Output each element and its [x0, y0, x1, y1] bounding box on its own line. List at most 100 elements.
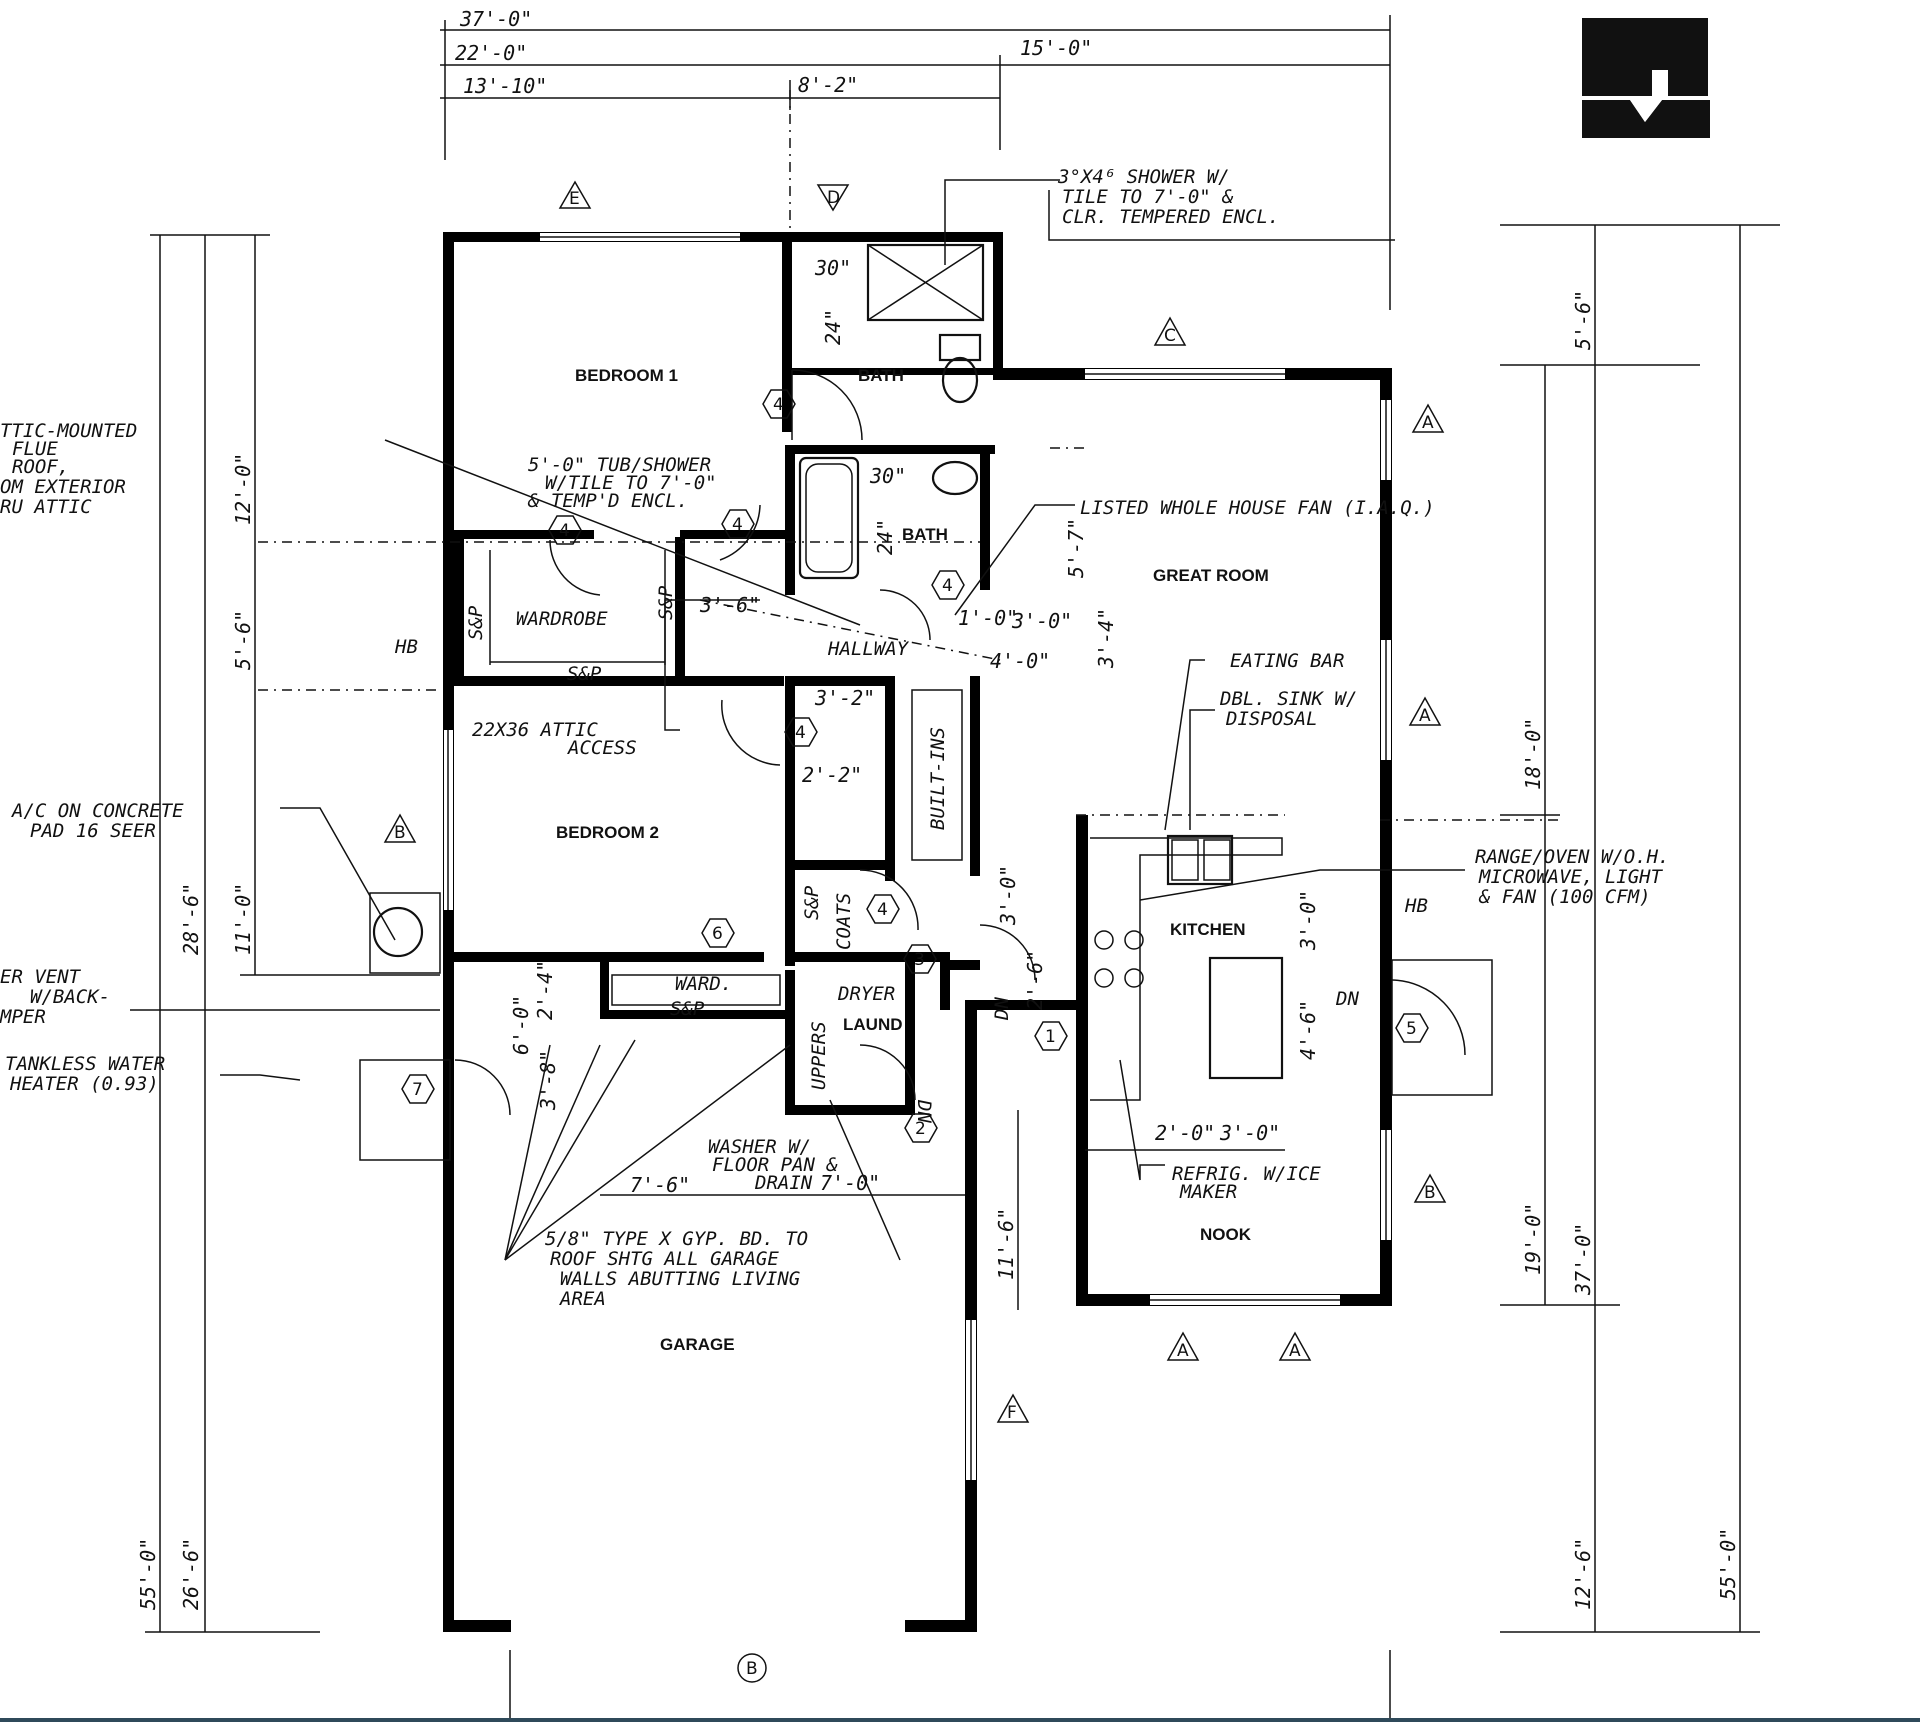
svg-text:A: A [1422, 413, 1434, 433]
dim-2-2: 2'-2" [802, 763, 862, 787]
note-shower-3: CLR. TEMPERED ENCL. [1062, 206, 1279, 228]
dim-3-6: 3'-6" [699, 593, 760, 617]
svg-text:4: 4 [877, 900, 888, 920]
door-tag-2: 2 [904, 1113, 938, 1143]
note-attic-flue-2: FLUE [12, 438, 58, 460]
note-ac-1: A/C ON CONCRETE [11, 800, 184, 822]
note-refrig-2: MAKER [1179, 1181, 1237, 1203]
label-bath-1: BATH [858, 366, 904, 385]
dim-1-0: 1'-0" [958, 606, 1018, 630]
dim-right-19: 19'-0" [1521, 1203, 1545, 1275]
annotations: 3°X4⁶ SHOWER W/ TILE TO 7'-0" & CLR. TEM… [0, 166, 1669, 1310]
elevation-tag-b-right: B [1413, 1173, 1447, 1203]
plumbing-fixtures [359, 243, 1284, 1161]
note-gyp-3: WALLS ABUTTING LIVING [560, 1268, 800, 1290]
dim-30-a: 30" [814, 256, 851, 280]
tags: E D C A A A A B [383, 180, 1447, 1683]
dim-4-0: 4'-0" [990, 649, 1050, 673]
note-dbl-sink-2: DISPOSAL [1225, 708, 1318, 730]
note-range-3: & FAN (100 CFM) [1478, 886, 1651, 908]
label-laund: LAUND [843, 1015, 903, 1034]
svg-text:D: D [827, 188, 840, 208]
elevation-tag-a-1: A [1411, 403, 1445, 433]
dim-right-5-6: 5'-6" [1571, 290, 1595, 350]
dim-top-8-2: 8'-2" [798, 73, 858, 97]
svg-text:4: 4 [942, 576, 953, 596]
note-sp-3: S&P [567, 663, 602, 685]
note-refrig-1: REFRIG. W/ICE [1172, 1163, 1321, 1185]
door-tag-4-c: 4 [721, 509, 755, 539]
note-range-2: MICROWAVE, LIGHT [1478, 866, 1664, 888]
note-attic-flue-1: TTIC-MOUNTED [0, 420, 137, 442]
door-tag-6: 6 [701, 918, 735, 948]
svg-text:7: 7 [412, 1080, 423, 1100]
dim-top-22: 22'-0" [455, 41, 527, 65]
svg-text:1: 1 [1045, 1027, 1056, 1047]
door-tag-4-a: 4 [762, 389, 796, 419]
door-tag-4-f: 4 [866, 894, 900, 924]
dim-3-0-c: 3'-0" [1296, 890, 1320, 951]
note-tankless-1: TANKLESS WATER [5, 1053, 165, 1075]
svg-text:F: F [1007, 1403, 1017, 1423]
note-attic-access-1: 22X36 ATTIC [472, 719, 598, 741]
label-nook: NOOK [1200, 1225, 1252, 1244]
note-attic-flue-4: OM EXTERIOR [0, 476, 126, 498]
note-range-1: RANGE/OVEN W/O.H. [1475, 846, 1669, 868]
dim-6-0: 6'-0" [509, 995, 533, 1055]
dim-right-37: 37'-0" [1571, 1223, 1595, 1296]
label-bedroom-2: BEDROOM 2 [556, 823, 659, 842]
dim-11-6: 11'-6" [994, 1208, 1018, 1280]
elevation-tag-a-2: A [1408, 696, 1442, 726]
note-dbl-sink-1: DBL. SINK W/ [1219, 688, 1357, 710]
dim-left-11: 11'-0" [231, 883, 255, 955]
bottom-edge-strip [0, 1718, 1920, 1722]
dim-left-28-6: 28'-6" [179, 883, 203, 955]
note-washer-1: WASHER W/ [708, 1136, 811, 1158]
dim-7-0: 7'-0" [820, 1171, 880, 1195]
label-kitchen: KITCHEN [1170, 920, 1246, 939]
note-ac-2: PAD 16 SEER [30, 820, 156, 842]
note-gyp-1: 5/8" TYPE X GYP. BD. TO [545, 1228, 808, 1250]
dim-right-18: 18'-0" [1521, 718, 1545, 790]
note-built-ins: BUILT-INS [927, 727, 949, 830]
svg-text:5: 5 [1406, 1019, 1417, 1039]
note-sp-4: S&P [670, 998, 705, 1020]
note-washer-2: FLOOR PAN & [712, 1154, 838, 1176]
door-tag-3: 3 [903, 944, 937, 974]
svg-text:B: B [1424, 1183, 1436, 1203]
dim-right-55: 55'-0" [1716, 1528, 1740, 1600]
note-hb-right: HB [1404, 895, 1428, 917]
door-tag-4-b: 4 [548, 515, 582, 545]
svg-text:3: 3 [914, 950, 925, 970]
svg-text:4: 4 [795, 723, 806, 743]
note-coats: COATS [833, 893, 855, 950]
elevation-tag-b-left: B [383, 813, 417, 843]
note-leaders [130, 179, 1465, 1261]
dim-3-0-b: 3'-0" [996, 865, 1020, 926]
dim-7-6: 7'-6" [630, 1173, 690, 1197]
note-hallway: HALLWAY [827, 638, 910, 660]
dim-top-13-10: 13'-10" [463, 74, 547, 98]
note-attic-access-2: ACCESS [567, 737, 637, 759]
dim-24-a: 24" [821, 309, 845, 345]
note-dryer: DRYER [837, 983, 895, 1005]
svg-text:B: B [746, 1659, 758, 1679]
note-sp-1: S&P [465, 605, 487, 640]
note-gyp-2: ROOF SHTG ALL GARAGE [550, 1248, 779, 1270]
elevation-tag-b-bottom: B [737, 1653, 767, 1683]
note-dryer-vent-2: W/BACK- [30, 986, 110, 1008]
note-sp-5: S&P [801, 885, 823, 920]
closet-lines [258, 90, 1560, 1006]
label-bath-2: BATH [902, 525, 948, 544]
note-dn-2: DN [913, 1099, 935, 1123]
dim-5-7: 5'-7" [1064, 518, 1088, 578]
exterior-walls [443, 232, 1392, 1632]
firm-logo [1582, 18, 1710, 138]
dim-4-6: 4'-6" [1296, 1000, 1320, 1060]
note-uppers: UPPERS [808, 1021, 830, 1090]
dimension-labels: 37'-0" 22'-0" 15'-0" 13'-10" 8'-2" 12'-0… [136, 7, 1740, 1610]
elevation-tag-d-top: D [816, 184, 850, 212]
note-wardrobe: WARDROBE [516, 608, 608, 630]
note-eating-bar: EATING BAR [1230, 650, 1344, 672]
svg-text:B: B [394, 823, 406, 843]
